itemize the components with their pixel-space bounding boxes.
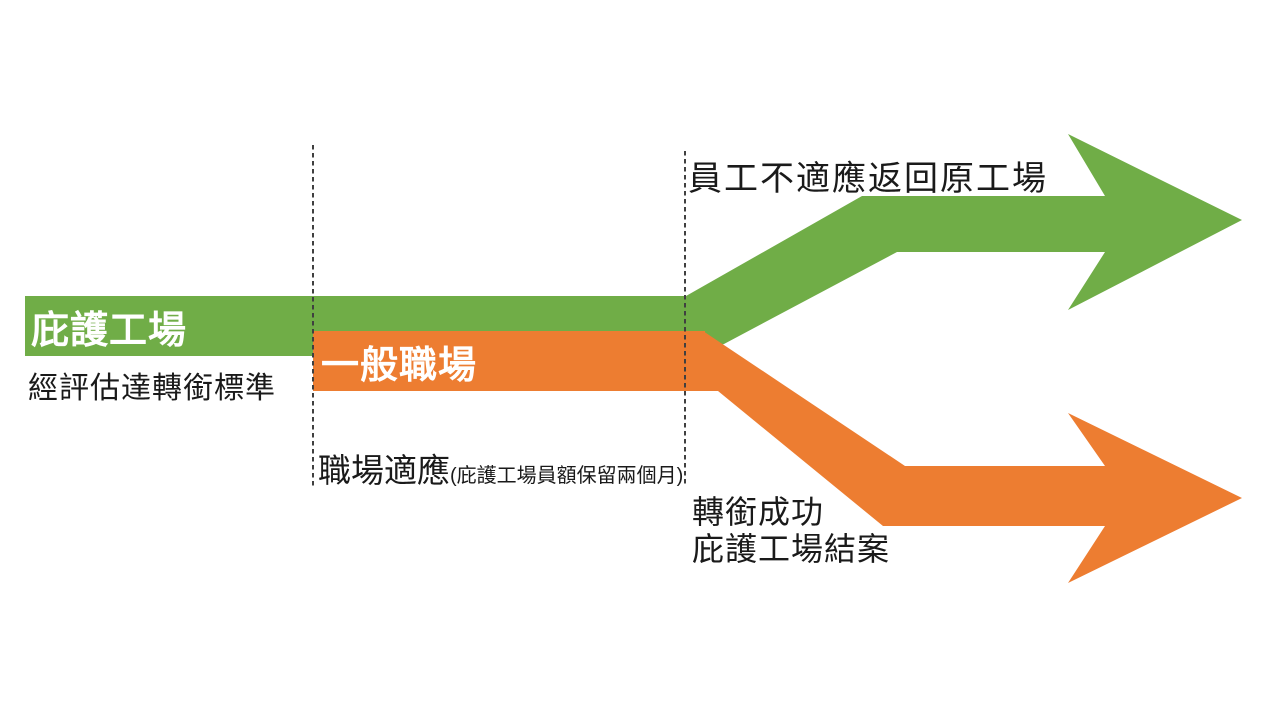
evaluation-criteria-note: 經評估達轉銜標準 [28, 372, 276, 405]
sheltered-workshop-label: 庇護工場 [31, 309, 188, 352]
success-branch-label-line2: 庇護工場結案 [692, 531, 891, 567]
success-branch-label-line1: 轉銜成功 [692, 494, 825, 530]
adaptation-caption: 職場適應(庇護工場員額保留兩個月) [318, 444, 683, 492]
sheltered-workshop-bar: 庇護工場 [25, 296, 690, 356]
return-branch-label: 員工不適應返回原工場 [688, 160, 1048, 198]
green-return-arrow-shape [686, 134, 1242, 356]
general-workplace-bar: 一般職場 [313, 331, 705, 391]
adaptation-retention-note: (庇護工場員額保留兩個月) [450, 465, 684, 487]
adaptation-label: 職場適應 [318, 452, 450, 489]
general-workplace-bar-shape [313, 331, 705, 391]
orange-success-arrow-shape [703, 331, 1242, 583]
general-workplace-label: 一般職場 [321, 344, 478, 387]
success-branch-label: 轉銜成功 庇護工場結案 [692, 494, 890, 568]
